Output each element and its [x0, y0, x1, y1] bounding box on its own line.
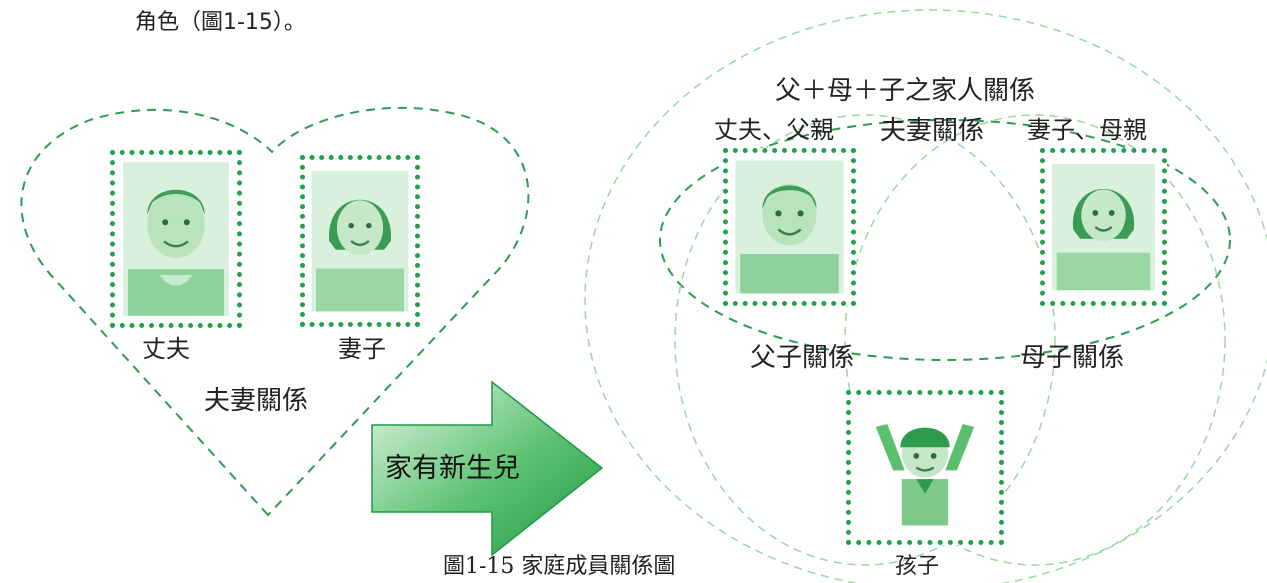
- woman-portrait-icon: [1052, 163, 1155, 291]
- wife-label: 妻子: [338, 335, 386, 363]
- mother-photo: [1040, 148, 1167, 306]
- wife-mother-label: 妻子、母親: [1027, 116, 1147, 144]
- father-child-label: 父子關係: [750, 343, 855, 373]
- man-portrait-icon: [735, 160, 844, 294]
- child-photo: [846, 390, 1004, 545]
- couple-heart-outline: [20, 106, 530, 517]
- woman-portrait-icon: [311, 170, 409, 312]
- father-photo: [723, 148, 856, 306]
- child-portrait-icon: [861, 403, 989, 532]
- wife-photo: [300, 155, 420, 327]
- mother-child-circle: [844, 114, 1226, 566]
- child-label: 孩子: [895, 554, 940, 579]
- arrow-label: 家有新生兒: [385, 453, 520, 484]
- man-portrait-icon: [123, 162, 229, 316]
- mother-child-label: 母子關係: [1020, 343, 1125, 373]
- right-arrow-icon: [371, 380, 604, 557]
- family-outer-label: 父＋母＋子之家人關係: [775, 76, 1036, 106]
- husband-label: 丈夫: [142, 335, 190, 363]
- husband-photo: [110, 150, 242, 328]
- husband-father-label: 丈夫、父親: [714, 116, 834, 144]
- spouse-relation-label: 夫妻關係: [880, 116, 985, 146]
- intro-text: 角色（圖1-15）。: [135, 10, 306, 35]
- figure-caption: 圖1-15 家庭成員關係圖: [443, 554, 676, 579]
- couple-relation-label: 夫妻關係: [204, 386, 309, 416]
- father-child-circle: [674, 114, 1056, 566]
- family-outer-circle: [584, 9, 1267, 583]
- spouse-ellipse: [659, 119, 1231, 361]
